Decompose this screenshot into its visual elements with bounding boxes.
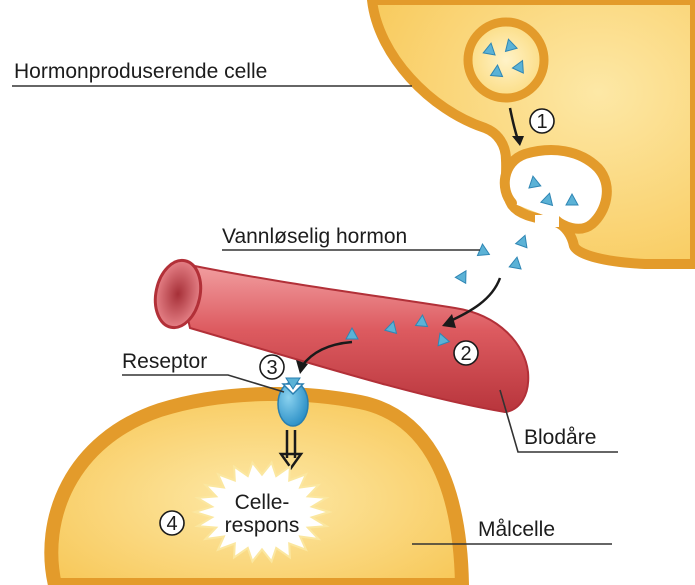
step-1: 1 — [529, 108, 555, 134]
exocytosis-pocket — [499, 145, 612, 234]
signal-arrow-head — [278, 452, 304, 471]
blood-vessel-label: Blodåre — [524, 426, 596, 449]
hormone-molecule — [565, 192, 579, 206]
hormone-molecule — [437, 332, 451, 347]
blood-vessel-opening — [153, 258, 203, 330]
cell-response-burst — [191, 460, 333, 564]
step-1-number: 1 — [536, 111, 547, 133]
hormone-molecule — [482, 42, 496, 56]
hormone-vesicle — [463, 17, 549, 103]
cell-response-label-line2: respons — [225, 514, 300, 537]
hormone-molecule — [514, 234, 528, 249]
arrow-vessel-to-receptor — [300, 340, 353, 367]
step-3-circle — [259, 354, 285, 380]
receptor — [277, 377, 309, 427]
step-3-number: 3 — [266, 357, 277, 379]
step-3: 3 — [259, 354, 285, 380]
arrow-head-3 — [296, 360, 308, 374]
hormone-molecule — [539, 192, 554, 207]
hormone-producing-cell — [367, 0, 695, 269]
hormone-molecule — [504, 38, 519, 53]
step-2-circle — [453, 340, 479, 366]
leader-lines — [12, 85, 618, 545]
hormone-molecule — [489, 63, 504, 78]
hormone-label: Vannløselig hormon — [222, 225, 407, 248]
hormone-molecule — [511, 59, 524, 74]
step-4-circle — [159, 510, 185, 536]
cell-response-label-line1: Celle- — [235, 491, 290, 514]
leader-receptor — [122, 374, 285, 393]
step-1-circle — [529, 108, 555, 134]
hormone-molecule — [414, 313, 429, 328]
blood-vessel — [153, 258, 530, 414]
arrow-head-1 — [512, 136, 524, 146]
step-4: 4 — [159, 510, 185, 536]
leader-vessel — [499, 389, 618, 453]
hormone-molecules — [345, 38, 579, 347]
producing-cell-label: Hormonproduserende celle — [14, 60, 267, 83]
arrow-head-2 — [442, 314, 456, 328]
receptor-label: Reseptor — [122, 350, 207, 373]
hormone-molecule — [508, 256, 522, 270]
pocket-opening — [535, 215, 559, 227]
arrow-release-to-vessel — [447, 277, 502, 324]
step-4-number: 4 — [166, 513, 177, 535]
arrows — [278, 107, 524, 471]
hormone-molecule — [345, 326, 359, 340]
hormone-molecule — [454, 269, 467, 285]
hormone-molecule — [528, 175, 542, 189]
step-2: 2 — [453, 340, 479, 366]
hormone-molecule — [383, 320, 398, 335]
step-2-number: 2 — [460, 343, 471, 365]
target-cell-label: Målcelle — [478, 518, 555, 541]
